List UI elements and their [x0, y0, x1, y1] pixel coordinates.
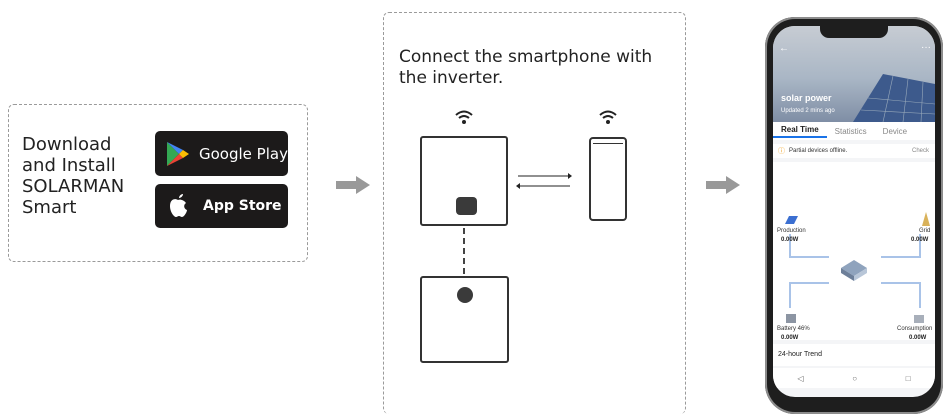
- alert-text: Partial devices offline.: [789, 148, 848, 154]
- apple-icon: [170, 194, 187, 217]
- smartphone-bar: [593, 143, 623, 144]
- tab-bar: Real Time Statistics Device: [773, 122, 935, 140]
- arrow-right-icon: [706, 176, 740, 194]
- connect-instructions: Connect the smartphone with the inverter…: [399, 47, 653, 88]
- connect-step-box: [383, 12, 686, 414]
- back-arrow-icon[interactable]: ←: [779, 43, 789, 54]
- consumption-icon: [914, 315, 924, 323]
- battery-icon: [786, 314, 796, 323]
- offline-alert[interactable]: ⓘ Partial devices offline. Check: [773, 144, 935, 158]
- grid-value: 0.00W: [911, 237, 929, 243]
- logger-indicator: [457, 287, 473, 303]
- battery-value: 0.00W: [781, 335, 799, 341]
- solar-panel-photo: [853, 74, 935, 122]
- tab-real-time[interactable]: Real Time: [773, 125, 827, 138]
- plant-header: [773, 26, 935, 122]
- wifi-icon: [455, 110, 473, 124]
- flow-line-production: [789, 234, 829, 258]
- download-step-box: [8, 104, 308, 262]
- smartphone-illustration: [589, 137, 627, 221]
- flow-line-consumption: [881, 282, 921, 308]
- consumption-label: Consumption: [897, 326, 933, 332]
- plant-name: solar power: [781, 93, 832, 103]
- nav-recents-icon[interactable]: □: [905, 373, 911, 383]
- wifi-icon: [599, 110, 617, 124]
- grid-label: Grid: [919, 228, 931, 234]
- grid-tower-icon: [922, 212, 930, 226]
- nav-home-icon[interactable]: ○: [852, 373, 858, 383]
- tab-device[interactable]: Device: [882, 126, 908, 136]
- download-instructions: Download and Install SOLARMAN Smart: [22, 134, 125, 218]
- production-value: 0.00W: [781, 237, 799, 243]
- app-store-label: App Store: [203, 198, 282, 214]
- google-play-icon: [167, 141, 189, 166]
- production-label: Production: [777, 228, 806, 234]
- energy-flow-card: Production 0.00W Grid 0.00W Battery 46% …: [773, 162, 935, 341]
- phone-notch: [820, 26, 888, 38]
- app-store-button[interactable]: App Store: [155, 184, 288, 228]
- google-play-label: Google Play: [199, 144, 288, 163]
- app-screen: ← ··· solar power Updated 2 mins ago Rea…: [773, 26, 935, 397]
- nav-back-icon[interactable]: ◁: [797, 373, 804, 383]
- flow-line-grid: [881, 234, 921, 258]
- check-link[interactable]: Check: [911, 148, 929, 154]
- warning-icon: ⓘ: [778, 148, 785, 155]
- google-play-button[interactable]: Google Play: [155, 131, 288, 176]
- updated-time: Updated 2 mins ago: [781, 108, 835, 114]
- home-icon: [841, 260, 867, 281]
- inverter-button: [456, 197, 477, 215]
- data-exchange-arrows: [516, 173, 572, 189]
- trend-section-title[interactable]: 24-hour Trend: [773, 344, 935, 366]
- more-icon[interactable]: ···: [921, 42, 931, 53]
- flow-line-battery: [789, 282, 829, 308]
- system-nav-bar: ◁ ○ □: [773, 368, 935, 388]
- connection-line: [463, 228, 465, 274]
- battery-label: Battery 46%: [777, 326, 810, 332]
- tab-statistics[interactable]: Statistics: [834, 126, 867, 136]
- solar-panel-icon: [785, 216, 798, 224]
- consumption-value: 0.00W: [909, 335, 927, 341]
- arrow-right-icon: [336, 176, 370, 194]
